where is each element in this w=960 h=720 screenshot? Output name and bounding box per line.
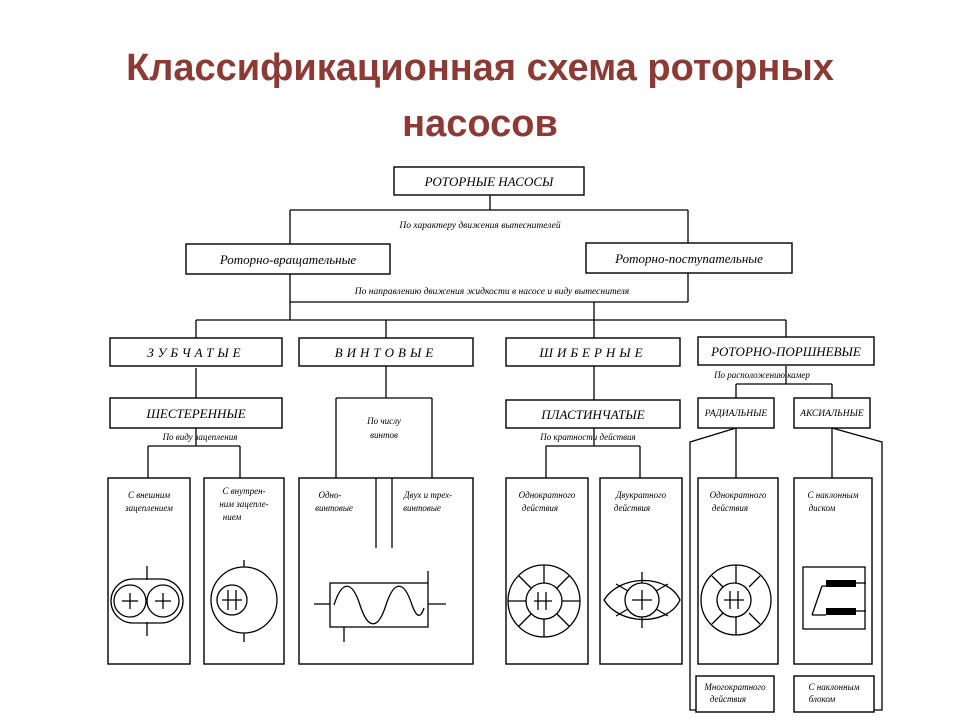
leaf-double-action (599, 477, 683, 665)
leaf-text: винтовые (403, 503, 441, 513)
internal-gear-sketch (210, 560, 278, 642)
axial-piston-sketch (802, 566, 866, 630)
vane-label: ШИБЕРНЫЕ (538, 345, 646, 360)
rotary-translational-box (585, 242, 793, 274)
leaf-single-action (505, 477, 589, 665)
rotary-translational-label: Роторно-поступательные (614, 251, 763, 266)
axial-box (793, 397, 871, 429)
leaf-text: нием (223, 512, 242, 522)
leaf-inclined-block (793, 675, 875, 713)
leaf-text: Многократного (703, 682, 766, 692)
screw-pump-sketch (314, 571, 446, 642)
leaf-text: Одно- (318, 490, 341, 500)
single-action-vane-sketch (507, 564, 581, 638)
connector-lines (147, 195, 883, 711)
leaf-screw-pumps (298, 477, 474, 665)
leaf-text: Однократного (519, 490, 576, 500)
leaf-text: действия (522, 503, 558, 513)
criterion-action-multiplicity: По кратности действия (539, 432, 635, 442)
external-gear-sketch (110, 566, 184, 636)
leaf-text: зацеплением (124, 503, 173, 513)
leaf-text: С наклонным (808, 490, 859, 500)
rotary-piston-label: РОТОРНО-ПОРШНЕВЫЕ (710, 344, 861, 359)
gear-label: ЗУБЧАТЫЕ (147, 345, 244, 360)
criterion-displacer-motion: По характеру движения вытеснителей (398, 220, 560, 231)
plate-box (505, 399, 681, 429)
double-action-vane-sketch (603, 572, 681, 628)
root-label: РОТОРНЫЕ НАСОСЫ (424, 174, 554, 189)
leaf-external-mesh (107, 477, 191, 665)
root-box (393, 166, 585, 196)
screw-box (298, 337, 474, 367)
leaf-text: блоком (809, 694, 836, 704)
leaf-text: С внешним (128, 490, 170, 500)
spur-gear-box (109, 397, 283, 429)
screw-label: ВИНТОВЫЕ (335, 345, 438, 360)
leaf-text: диском (809, 503, 836, 513)
leaf-text: винтовые (315, 503, 353, 513)
leaf-text: действия (614, 503, 650, 513)
axial-label: АКСИАЛЬНЫЕ (799, 409, 864, 419)
radial-label: РАДИАЛЬНЫЕ (704, 409, 768, 419)
criterion-chamber-layout: По расположению камер (713, 370, 810, 380)
gear-box (109, 337, 283, 367)
leaf-text: Двух и трех- (403, 490, 452, 500)
leaf-text: Однократного (710, 490, 767, 500)
vane-box (505, 337, 681, 367)
leaf-text: действия (712, 503, 748, 513)
leaf-text: действия (710, 694, 746, 704)
leaf-text: Двукратного (615, 490, 667, 500)
rotary-rotational-box (185, 243, 391, 275)
leaf-multi-action (695, 675, 775, 713)
rotary-rotational-label: Роторно-вращательные (219, 252, 357, 267)
page-title: Классификационная схема роторных насосов (126, 47, 834, 145)
leaf-text: ним зацепле- (219, 499, 268, 509)
leaf-inclined-disk (793, 477, 873, 665)
rotary-piston-box (697, 336, 875, 366)
criterion-screw-count-1: По числу (366, 416, 401, 426)
radial-piston-sketch (700, 564, 772, 636)
criterion-mesh-type: По виду зацепления (162, 432, 238, 442)
leaf-text: С наклонным (809, 682, 860, 692)
criterion-screw-count-2: винтов (370, 430, 398, 440)
leaf-text: С внутрен- (222, 486, 265, 496)
plate-label: ПЛАСТИНЧАТЫЕ (540, 407, 644, 422)
spur-gear-label: ШЕСТЕРЕННЫЕ (145, 406, 245, 421)
leaf-radial-single (697, 477, 779, 665)
radial-box (697, 397, 775, 429)
criterion-fluid-direction: По направлению движения жидкости в насос… (354, 286, 629, 297)
